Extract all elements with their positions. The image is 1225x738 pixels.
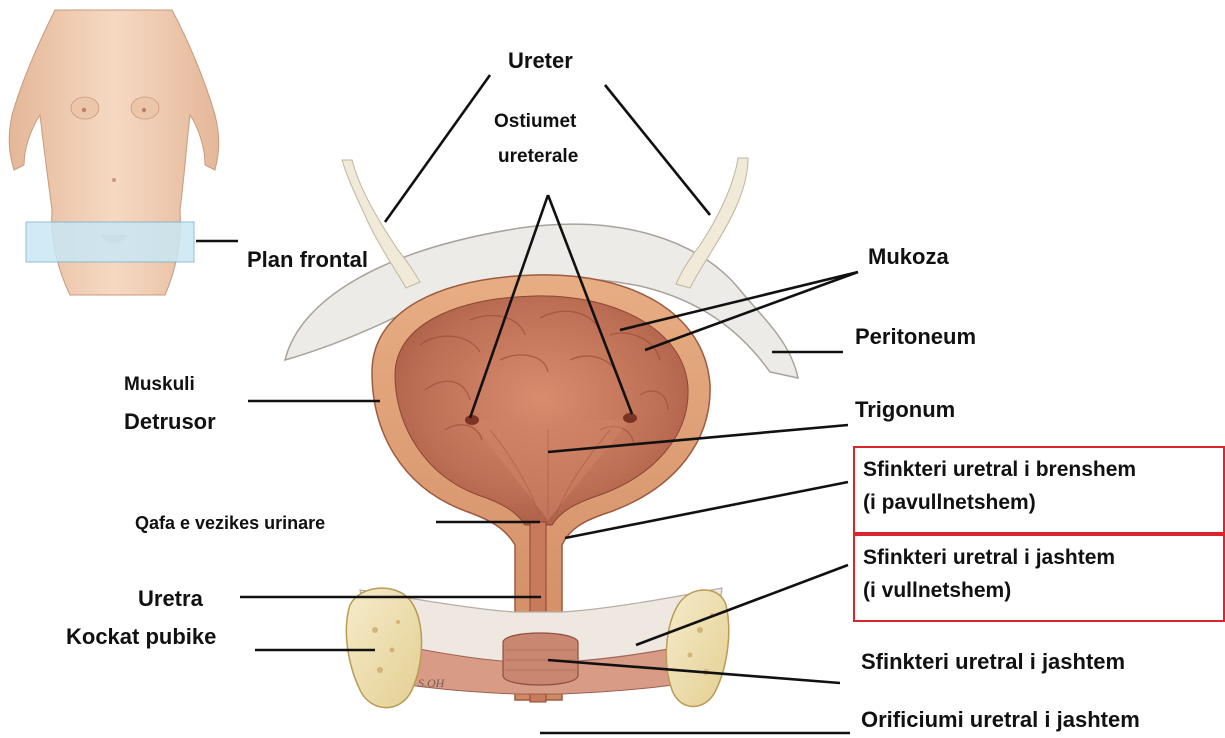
label-ostiumet-line1: Ostiumet: [494, 110, 576, 134]
label-plan-frontal: Plan frontal: [247, 246, 368, 274]
label-kockat-pubike: Kockat pubike: [66, 623, 216, 651]
label-mukoza: Mukoza: [868, 243, 949, 271]
label-external-sphincter-2: Sfinkteri uretral i jashtem: [861, 648, 1125, 676]
label-trigonum: Trigonum: [855, 396, 955, 424]
label-ureter: Ureter: [508, 47, 573, 75]
label-internal-sphincter: Sfinkteri uretral i brenshem: [863, 454, 1215, 487]
label-internal-sphincter-note: (i pavullnetshem): [863, 487, 1215, 520]
left-pubic-bone: [346, 588, 421, 708]
label-external-sphincter-note: (i vullnetshem): [863, 575, 1215, 608]
label-muskuli-line1: Muskuli: [124, 373, 195, 397]
label-orificiumi: Orificiumi uretral i jashtem: [861, 706, 1140, 734]
artist-signature-watermark: S.OH: [418, 676, 444, 691]
external-sphincter-band: [503, 633, 578, 685]
label-muskuli-line2: Detrusor: [124, 408, 216, 436]
highlight-box-internal-sphincter: Sfinkteri uretral i brenshem (i pavullne…: [853, 446, 1225, 534]
label-qafa-vezikes: Qafa e vezikes urinare: [135, 512, 325, 535]
label-external-sphincter: Sfinkteri uretral i jashtem: [863, 542, 1215, 575]
label-ostiumet-line2: ureterale: [498, 145, 578, 169]
label-uretra: Uretra: [138, 585, 203, 613]
label-peritoneum: Peritoneum: [855, 323, 976, 351]
left-ureteral-orifice: [465, 415, 479, 425]
highlight-box-external-sphincter: Sfinkteri uretral i jashtem (i vullnetsh…: [853, 534, 1225, 622]
right-ureteral-orifice: [623, 413, 637, 423]
frontal-plane-indicator: [26, 222, 194, 262]
